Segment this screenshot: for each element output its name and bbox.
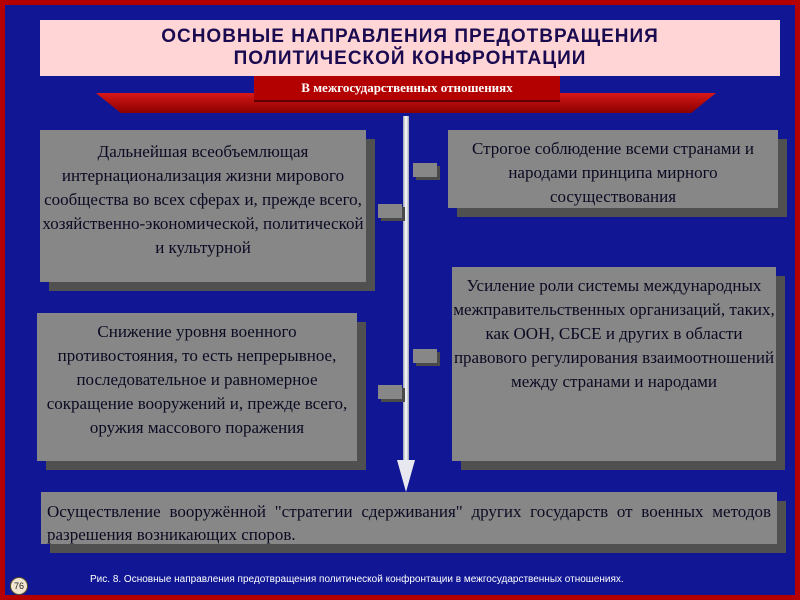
connector-right-bottom (413, 349, 437, 363)
arrow-down-icon (397, 460, 415, 492)
box-right-bottom-text: Усиление роли системы международных межп… (453, 276, 775, 391)
box-left-bottom: Снижение уровня военного противостояния,… (37, 313, 357, 461)
box-left-top: Дальнейшая всеобъемлющая интернационализ… (40, 130, 366, 282)
vertical-arrow-line (403, 116, 409, 466)
box-right-top: Строгое соблюдение всеми странами и наро… (448, 130, 778, 208)
page-number-badge: 76 (10, 577, 28, 595)
connector-left-bottom (378, 385, 402, 399)
box-bottom-text: Осуществление вооружённой "стратегии сде… (47, 502, 771, 544)
banner-label: В межгосударственных отношениях (254, 76, 560, 102)
figure-caption: Рис. 8. Основные направления предотвраще… (90, 574, 624, 585)
title-box: ОСНОВНЫЕ НАПРАВЛЕНИЯ ПРЕДОТВРАЩЕНИЯ ПОЛИ… (40, 20, 780, 76)
box-right-bottom: Усиление роли системы международных межп… (452, 267, 776, 461)
box-left-bottom-text: Снижение уровня военного противостояния,… (46, 322, 348, 437)
connector-right-top (413, 163, 437, 177)
box-bottom: Осуществление вооружённой "стратегии сде… (41, 492, 777, 544)
box-left-top-text: Дальнейшая всеобъемлющая интернационализ… (42, 142, 364, 257)
box-right-top-text: Строгое соблюдение всеми странами и наро… (472, 139, 754, 206)
banner-ribbon (96, 93, 716, 113)
connector-left-top (378, 204, 402, 218)
page-title: ОСНОВНЫЕ НАПРАВЛЕНИЯ ПРЕДОТВРАЩЕНИЯ ПОЛИ… (161, 26, 659, 69)
